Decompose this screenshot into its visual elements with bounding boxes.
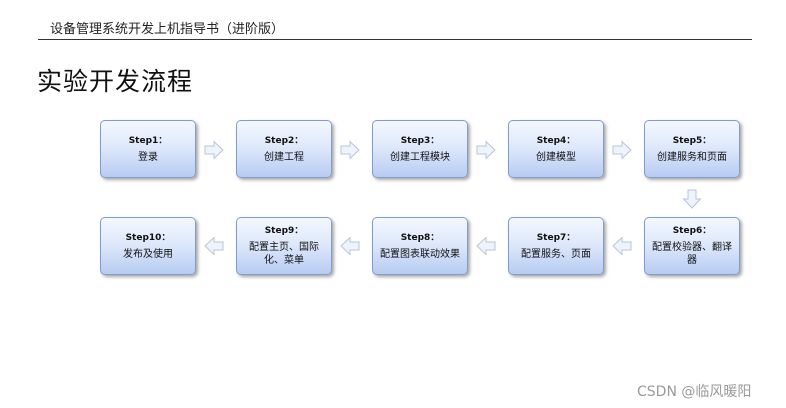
watermark: CSDN @临风暖阳 (637, 384, 752, 400)
step-2-label: 创建工程 (264, 151, 304, 163)
step-6-label: 配置校验器、翻译器 (652, 242, 732, 266)
step-2-id: Step2： (264, 135, 304, 146)
step-4-id: Step4： (536, 135, 576, 146)
arrow-right-icon (612, 140, 632, 160)
arrow-right-icon (204, 140, 224, 160)
arrow-down-icon (682, 189, 702, 209)
step-5-id: Step5： (672, 135, 712, 146)
step-8-label: 配置图表联动效果 (380, 248, 460, 260)
step-8-box: Step8： 配置图表联动效果 (372, 217, 468, 275)
arrow-left-icon (204, 236, 224, 256)
step-10-id: Step10： (125, 232, 171, 243)
step-7-box: Step7： 配置服务、页面 (508, 217, 604, 275)
step-4-label: 创建模型 (536, 151, 576, 163)
step-5-label: 创建服务和页面 (657, 151, 727, 163)
step-6-id: Step6： (672, 226, 712, 236)
arrow-left-icon (612, 236, 632, 256)
step-9-box: Step9： 配置主页、国际化、菜单 (236, 217, 332, 275)
arrow-left-icon (340, 236, 360, 256)
step-1-id: Step1： (128, 135, 168, 146)
step-10-label: 发布及使用 (123, 248, 173, 260)
step-1-label: 登录 (138, 151, 158, 163)
arrow-right-icon (340, 140, 360, 160)
step-9-id: Step9： (264, 226, 304, 236)
step-9-label: 配置主页、国际化、菜单 (249, 242, 319, 266)
arrow-right-icon (476, 140, 496, 160)
step-2-box: Step2： 创建工程 (236, 120, 332, 178)
step-7-label: 配置服务、页面 (521, 248, 591, 260)
step-3-box: Step3： 创建工程模块 (372, 120, 468, 178)
step-7-id: Step7： (536, 232, 576, 243)
step-1-box: Step1： 登录 (100, 120, 196, 178)
step-8-id: Step8： (400, 232, 440, 243)
page-title: 实验开发流程 (37, 67, 194, 96)
header-divider (38, 39, 752, 40)
step-4-box: Step4： 创建模型 (508, 120, 604, 178)
step-3-label: 创建工程模块 (390, 151, 450, 163)
step-10-box: Step10： 发布及使用 (100, 217, 196, 275)
document-title: 设备管理系统开发上机指导书（进阶版） (50, 22, 285, 37)
arrow-left-icon (476, 236, 496, 256)
step-6-box: Step6： 配置校验器、翻译器 (644, 217, 740, 275)
step-5-box: Step5： 创建服务和页面 (644, 120, 740, 178)
step-3-id: Step3： (400, 135, 440, 146)
